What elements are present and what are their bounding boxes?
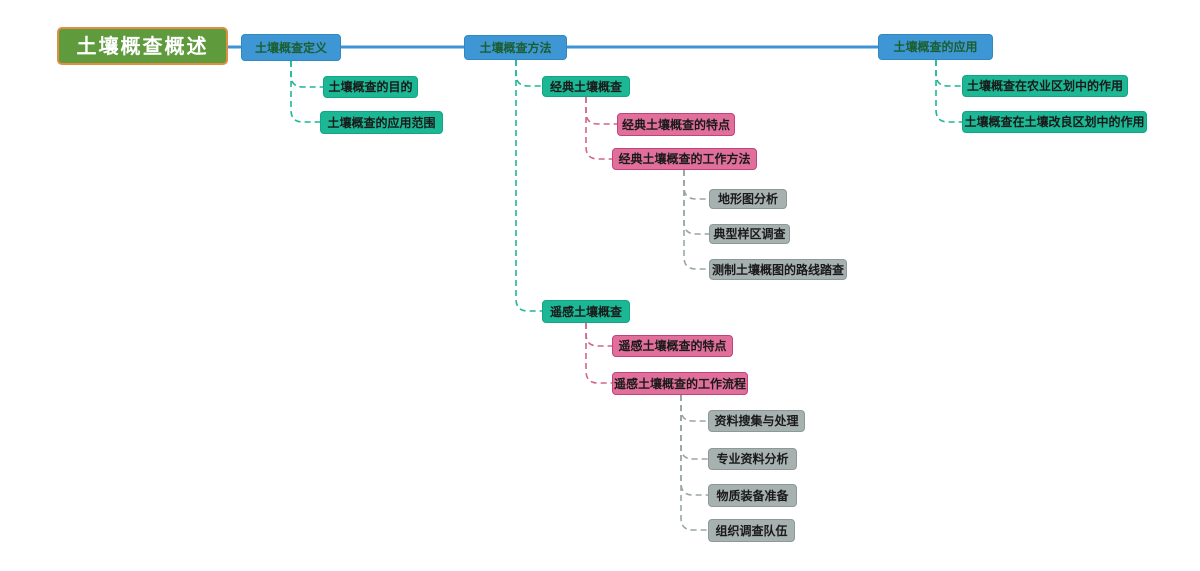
connector-method-classic [515, 60, 542, 87]
connector-remote-workflow [585, 323, 612, 384]
node-data-collection-processing[interactable]: 资料搜集与处理 [708, 410, 805, 432]
node-classic-work-method[interactable]: 经典土壤概查的工作方法 [612, 148, 757, 170]
node-purpose[interactable]: 土壤概查的目的 [323, 76, 418, 98]
connector-workmethod-route [683, 170, 709, 270]
connector-remote-features [585, 323, 612, 347]
node-root[interactable]: 土壤概查概述 [57, 27, 228, 65]
node-topographic-map-analysis[interactable]: 地形图分析 [709, 189, 787, 209]
connector-classic-workmethod [585, 97, 612, 160]
connector-workmethod-topomap [683, 170, 709, 200]
connector-method-remote [515, 60, 542, 312]
node-remote-sensing-survey[interactable]: 遥感土壤概查 [542, 300, 630, 323]
node-professional-data-analysis[interactable]: 专业资料分析 [708, 448, 797, 470]
node-material-equipment-preparation[interactable]: 物质装备准备 [708, 484, 797, 507]
node-application[interactable]: 土壤概查的应用 [878, 34, 993, 60]
connector-application-agricultural [935, 60, 962, 87]
connector-definition-scope [290, 61, 320, 123]
node-in-agricultural-zoning[interactable]: 土壤概查在农业区划中的作用 [962, 75, 1128, 97]
node-remote-workflow[interactable]: 遥感土壤概查的工作流程 [612, 372, 748, 395]
node-classic-features[interactable]: 经典土壤概查的特点 [617, 113, 735, 136]
node-route-reconnaissance[interactable]: 测制土壤概图的路线踏查 [709, 259, 847, 280]
node-remote-features[interactable]: 遥感土壤概查的特点 [612, 335, 733, 357]
connector-workflow-datacollection [680, 395, 708, 422]
connector-application-improvement [935, 60, 962, 123]
node-application-scope[interactable]: 土壤概查的应用范围 [320, 111, 443, 134]
connector-workflow-equipment [680, 395, 708, 496]
connector-classic-features [585, 97, 617, 125]
connector-workmethod-samplearea [683, 170, 709, 235]
node-organize-survey-team[interactable]: 组织调查队伍 [708, 519, 795, 542]
connector-workflow-dataanalysis [680, 395, 708, 460]
connector-workflow-team [680, 395, 708, 531]
node-definition[interactable]: 土壤概查定义 [241, 34, 341, 61]
node-in-soil-improvement-zoning[interactable]: 土壤概查在土壤改良区划中的作用 [962, 111, 1147, 133]
connector-definition-purpose [290, 61, 323, 88]
node-classic-survey[interactable]: 经典土壤概查 [542, 76, 630, 97]
node-method[interactable]: 土壤概查方法 [464, 35, 567, 60]
node-typical-sample-area-survey[interactable]: 典型样区调查 [709, 224, 790, 244]
